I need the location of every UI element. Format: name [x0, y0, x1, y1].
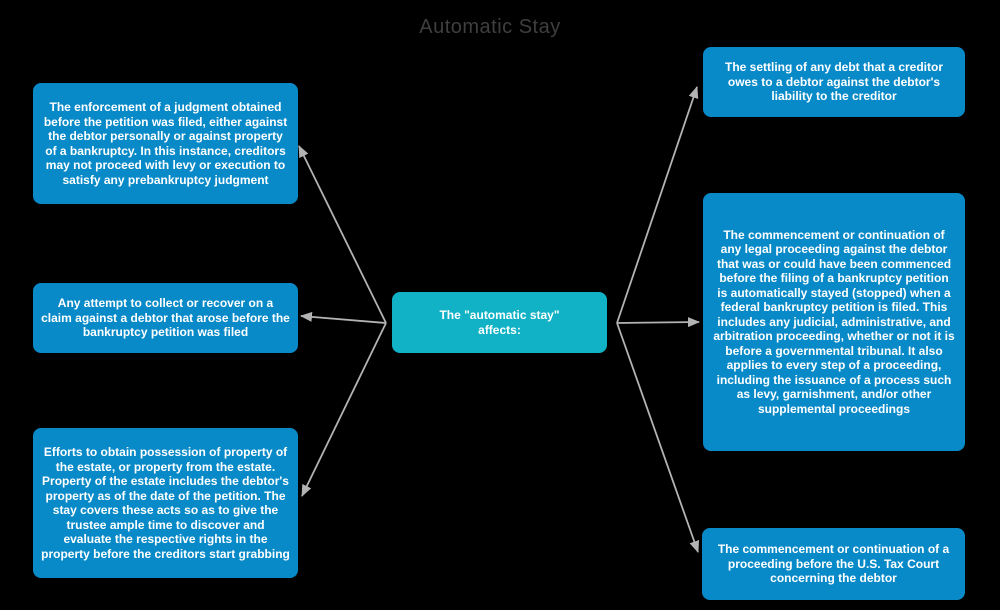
connector-center-to-tax-court	[616, 322, 700, 553]
center-node: The "automatic stay" affects:	[392, 292, 607, 353]
connector-center-to-property-possession	[301, 322, 387, 497]
node-legal-proceedings: The commencement or continuation of any …	[703, 193, 965, 451]
node-property-possession: Efforts to obtain possession of property…	[33, 428, 298, 578]
node-debt-setoff-text: The settling of any debt that a creditor…	[724, 60, 944, 104]
node-claim-collection-text: Any attempt to collect or recover on a c…	[41, 296, 290, 340]
node-claim-collection: Any attempt to collect or recover on a c…	[33, 283, 298, 353]
node-property-possession-text: Efforts to obtain possession of property…	[41, 445, 290, 561]
center-node-text-line1: The "automatic stay"	[439, 308, 560, 322]
connector-center-to-judgment-enforcement	[298, 145, 387, 324]
connector-center-to-claim-collection	[300, 311, 387, 324]
node-tax-court: The commencement or continuation of a pr…	[702, 528, 965, 600]
center-node-text-line2: affects:	[478, 322, 521, 337]
node-tax-court-text: The commencement or continuation of a pr…	[717, 542, 950, 586]
node-judgment-enforcement: The enforcement of a judgment obtained b…	[33, 83, 298, 204]
node-legal-proceedings-text: The commencement or continuation of any …	[713, 227, 955, 416]
connector-center-to-debt-setoff	[616, 86, 699, 324]
connector-center-to-legal-proceedings	[616, 317, 700, 328]
node-debt-setoff: The settling of any debt that a creditor…	[703, 47, 965, 117]
node-judgment-enforcement-text: The enforcement of a judgment obtained b…	[43, 100, 288, 187]
diagram-title: Automatic Stay	[419, 16, 561, 38]
